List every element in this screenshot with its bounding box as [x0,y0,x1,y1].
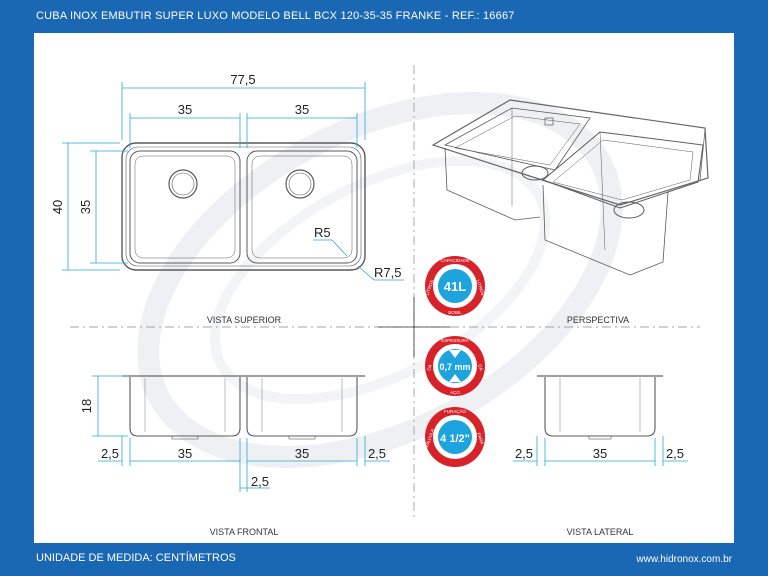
dim-bowl-width-right: 35 [295,102,309,117]
thickness-arrow-up-icon [449,374,461,382]
page-title: CUBA INOX EMBUTIR SUPER LUXO MODELO BELL… [36,10,515,22]
capacity-value: 41L [444,279,466,294]
technical-drawing: 77,5 35 35 40 35 [50,65,709,537]
dim-side-bowl: 35 [593,446,607,461]
thickness-badge: 0,7 mm ESPESSURA DA DA AÇO [425,336,485,396]
drain-badge: 4 1/2" FURAÇÃO VÁLVULA PARA [423,407,485,467]
label-perspective-view: PERSPECTIVA [567,315,629,325]
top-left-bowl [129,150,241,264]
svg-text:LITROS: LITROS [424,279,434,296]
dim-front-margin-right: 2,5 [368,446,386,461]
website-link[interactable]: www.hidronox.com.br [636,554,732,565]
perspective-overflow [544,117,554,126]
dim-front-divider: 2,5 [251,474,269,489]
dim-side-margin-right: 2,5 [666,446,684,461]
dim-front-bowl-right: 35 [295,446,309,461]
front-right-bowl [246,377,358,437]
label-top-view: VISTA SUPERIOR [207,315,282,325]
thickness-arrow-down-icon [449,350,461,358]
svg-text:PARA: PARA [476,432,485,445]
svg-text:ESPESSURA: ESPESSURA [441,338,469,343]
perspective-right-bowl [542,131,704,209]
svg-text:DA: DA [426,364,433,372]
capacity-badge: 41L CAPACIDADE BOWL LITROS LITROS [424,256,486,316]
top-inner-rim [125,146,362,267]
label-side-view: VISTA LATERAL [567,527,634,537]
perspective-left-drain [521,165,549,181]
unit-label: UNIDADE DE MEDIDA: CENTÍMETROS [36,552,236,564]
dim-total-width: 77,5 [230,72,255,87]
side-view: 2,5 35 2,5 VISTA LATERAL [513,375,688,537]
dim-front-bowl-left: 35 [178,446,192,461]
dim-inner-radius: R5 [314,225,331,240]
perspective-left-bowl [443,107,591,171]
dim-height-bowl: 35 [78,200,93,214]
label-front-view: VISTA FRONTAL [210,527,279,537]
svg-text:DA: DA [477,364,484,372]
dim-height-total: 40 [50,200,65,214]
dim-front-margin-left: 2,5 [101,446,119,461]
top-outer-rim [121,142,366,271]
top-left-drain [168,169,198,199]
drawing-sheet: 77,5 35 35 40 35 [34,33,734,543]
dim-outer-radius: R7,5 [374,265,401,280]
side-bowl [544,377,656,437]
svg-text:LITROS: LITROS [475,279,485,296]
dim-side-margin-left: 2,5 [515,446,533,461]
thickness-value: 0,7 mm [439,362,470,372]
perspective-right-drain [613,201,645,219]
top-right-drain [285,169,315,199]
svg-text:CAPACIDADE: CAPACIDADE [441,258,470,263]
drain-value: 4 1/2" [440,433,470,445]
top-right-bowl [246,150,358,264]
svg-text:BOWL: BOWL [448,310,462,315]
dim-bowl-width-left: 35 [178,102,192,117]
svg-text:FURAÇÃO: FURAÇÃO [444,408,467,414]
svg-text:AÇO: AÇO [450,390,460,395]
dim-depth: 18 [79,399,94,413]
top-view: 77,5 35 35 40 35 [50,72,404,325]
perspective-view: PERSPECTIVA [431,99,709,325]
front-view: 18 2,5 35 35 2,5 2,5 VISTA FRONTAL [79,375,390,537]
